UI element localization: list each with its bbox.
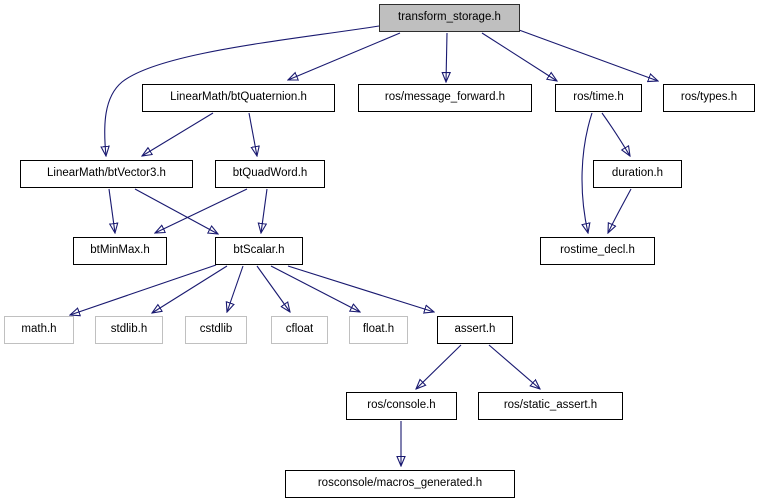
node-duration[interactable]: duration.h — [593, 160, 682, 188]
node-btquadword[interactable]: btQuadWord.h — [215, 160, 325, 188]
node-label: LinearMath/btQuaternion.h — [170, 91, 307, 104]
node-label: rostime_decl.h — [560, 244, 635, 257]
edge-btVector3-to-btMinMax — [108, 188, 115, 233]
edge-btQuadWord-to-btMinMax — [155, 188, 248, 233]
node-cstdlib: cstdlib — [185, 316, 247, 344]
node-label: ros/message_forward.h — [384, 91, 506, 104]
node-macros-generated[interactable]: rosconsole/macros_generated.h — [285, 470, 515, 498]
node-cfloat: cfloat — [271, 316, 328, 344]
node-label: btMinMax.h — [90, 244, 150, 257]
edge-ros_time-to-duration — [601, 112, 630, 156]
edge-transform_storage-to-ros_time — [481, 32, 557, 81]
edge-assert-to-ros_static_assert — [488, 344, 540, 389]
edge-btScalar-to-assert — [287, 265, 434, 312]
edge-assert-to-ros_console — [416, 344, 462, 389]
edge-btScalar-to-math — [70, 264, 217, 315]
node-assert[interactable]: assert.h — [437, 316, 513, 344]
edge-transform_storage-to-btVector3 — [105, 25, 380, 156]
node-label: ros/time.h — [573, 91, 624, 104]
node-math: math.h — [4, 316, 74, 344]
node-btvector3[interactable]: LinearMath/btVector3.h — [20, 160, 193, 188]
edge-btQuaternion-to-btQuadWord — [248, 112, 257, 156]
node-btquaternion[interactable]: LinearMath/btQuaternion.h — [142, 84, 335, 112]
node-label: assert.h — [454, 323, 496, 336]
node-ros-static-assert[interactable]: ros/static_assert.h — [478, 392, 623, 420]
node-label: ros/types.h — [680, 91, 738, 104]
node-label: duration.h — [611, 167, 664, 180]
node-label: stdlib.h — [110, 323, 148, 336]
node-float: float.h — [349, 316, 408, 344]
edge-btScalar-to-cfloat — [256, 265, 290, 312]
node-transform-storage: transform_storage.h — [379, 4, 520, 32]
edge-transform_storage-to-message_forward — [446, 32, 447, 82]
node-label: btScalar.h — [233, 244, 285, 257]
edge-btQuadWord-to-btScalar — [261, 188, 268, 233]
edge-ros_time-to-rostime_decl — [582, 112, 593, 233]
node-btscalar[interactable]: btScalar.h — [215, 237, 303, 265]
node-label: math.h — [21, 323, 57, 336]
node-label: cfloat — [285, 323, 314, 336]
edge-btScalar-to-float — [270, 265, 360, 312]
edge-btScalar-to-cstdlib — [227, 265, 244, 312]
edge-btVector3-to-btScalar — [134, 188, 218, 234]
node-label: LinearMath/btVector3.h — [47, 167, 166, 180]
edge-btQuaternion-to-btVector3 — [142, 112, 214, 156]
node-label: transform_storage.h — [398, 11, 501, 24]
node-btminmax[interactable]: btMinMax.h — [73, 237, 167, 265]
node-label: ros/static_assert.h — [503, 399, 598, 412]
node-label: cstdlib — [199, 323, 233, 336]
edge-transform_storage-to-btQuaternion — [288, 32, 401, 80]
node-ros-time[interactable]: ros/time.h — [555, 84, 642, 112]
edge-duration-to-rostime_decl — [608, 188, 632, 233]
edge-transform_storage-to-ros_types — [518, 29, 658, 81]
node-message-forward[interactable]: ros/message_forward.h — [358, 84, 532, 112]
node-ros-console[interactable]: ros/console.h — [346, 392, 457, 420]
node-stdlib: stdlib.h — [95, 316, 163, 344]
edge-btScalar-to-stdlib — [152, 265, 228, 313]
node-label: float.h — [362, 323, 395, 336]
node-label: btQuadWord.h — [232, 167, 308, 180]
node-ros-types[interactable]: ros/types.h — [663, 84, 755, 112]
node-rostime-decl[interactable]: rostime_decl.h — [540, 237, 655, 265]
node-label: ros/console.h — [367, 399, 436, 412]
node-label: rosconsole/macros_generated.h — [317, 477, 483, 490]
